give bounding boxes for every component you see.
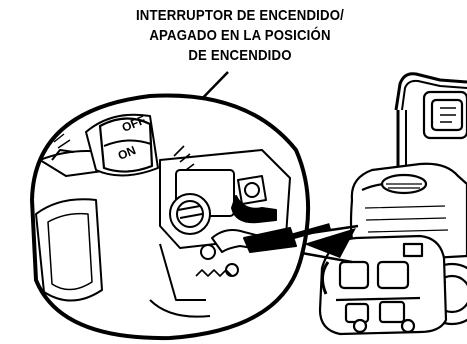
magnify-pointer <box>304 228 356 258</box>
pressure-washer <box>318 72 467 336</box>
spring <box>195 269 233 277</box>
on-off-switch <box>98 117 154 173</box>
handle-frame <box>394 72 467 111</box>
callout-line-1: INTERRUPTOR DE ENCENDIDO/ <box>135 7 345 24</box>
magnified-detail: OFF ON <box>29 93 331 341</box>
callout-line-2: APAGADO EN LA POSICIÓN <box>149 27 331 44</box>
switch-on-label: ON <box>116 143 138 163</box>
hose <box>257 223 331 249</box>
callout-line-3: DE ENCENDIDO <box>188 47 292 64</box>
callout-label: INTERRUPTOR DE ENCENDIDO/ APAGADO EN LA … <box>126 6 355 66</box>
